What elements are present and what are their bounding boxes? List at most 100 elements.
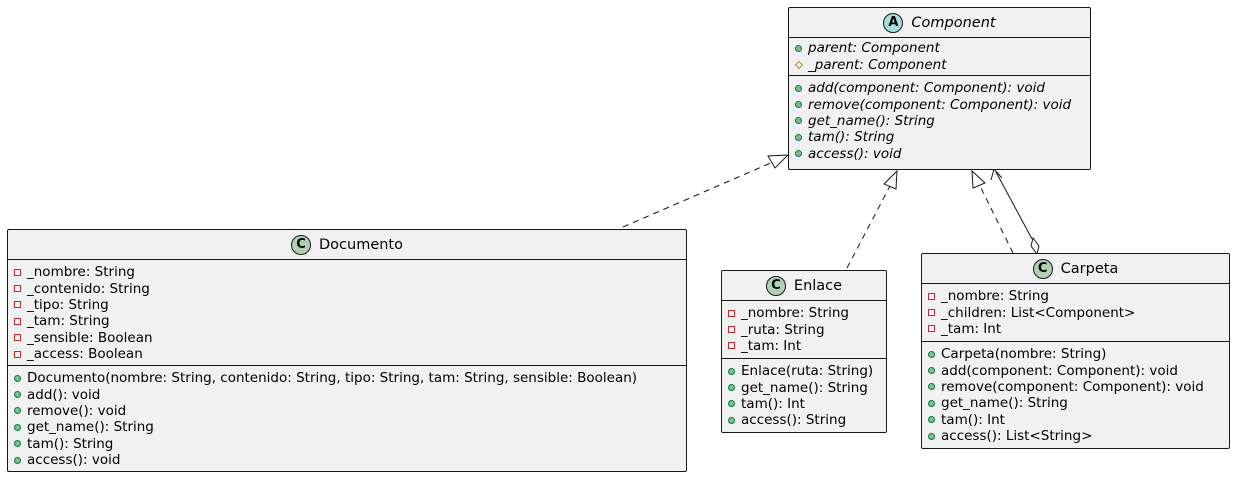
class-member: tam(): Int (928, 412, 1229, 428)
class-header: C Enlace (722, 271, 886, 301)
public-visibility-icon (795, 44, 802, 52)
class-member: _tam: Int (728, 338, 886, 354)
public-visibility-icon (728, 400, 735, 408)
class-member: _nombre: String (928, 288, 1229, 304)
class-member: add(): void (14, 386, 686, 403)
class-member: get_name(): String (795, 113, 1090, 129)
class-member: _nombre: String (728, 305, 886, 321)
member-signature: remove(component: Component): void (808, 96, 1072, 113)
public-visibility-icon (14, 440, 21, 448)
class-member: add(component: Component): void (795, 80, 1090, 96)
aggregation-arrowhead (990, 167, 1003, 181)
class-header: C Carpeta (922, 254, 1229, 284)
public-visibility-icon (14, 407, 21, 415)
class-member: access(): void (14, 452, 686, 468)
class-icon: C (291, 234, 311, 255)
class-component: A Component parent: Component_parent: Co… (788, 7, 1091, 170)
member-signature: tam(): String (27, 435, 114, 452)
member-signature: _tam: Int (741, 337, 802, 354)
public-visibility-icon (795, 84, 802, 92)
public-visibility-icon (14, 374, 21, 382)
private-visibility-icon (14, 334, 21, 342)
methods-section: Carpeta(nombre: String)add(component: Co… (922, 342, 1229, 448)
public-visibility-icon (928, 350, 935, 358)
class-member: access(): void (795, 146, 1090, 162)
class-member: Documento(nombre: String, contenido: Str… (14, 370, 686, 386)
class-member: tam(): Int (728, 396, 886, 412)
realization-arrowhead-carpeta (971, 169, 986, 189)
class-member: remove(): void (14, 403, 686, 419)
class-documento: C Documento _nombre: String_contenido: S… (7, 229, 687, 472)
private-visibility-icon (928, 309, 935, 317)
public-visibility-icon (795, 133, 802, 141)
realization-edge-documento (622, 161, 774, 228)
class-member: _access: Boolean (14, 346, 686, 362)
member-signature: get_name(): String (27, 419, 154, 436)
private-visibility-icon (14, 350, 21, 358)
public-visibility-icon (14, 423, 21, 431)
attributes-section: _nombre: String_children: List<Component… (922, 284, 1229, 342)
class-member: access(): String (728, 412, 886, 428)
class-enlace: C Enlace _nombre: String_ruta: String_ta… (721, 270, 887, 433)
member-signature: access(): void (808, 145, 902, 162)
private-visibility-icon (14, 317, 21, 325)
private-visibility-icon (14, 268, 21, 276)
private-visibility-icon (14, 301, 21, 309)
public-visibility-icon (928, 399, 935, 407)
member-signature: remove(component: Component): void (941, 378, 1204, 395)
member-signature: access(): void (27, 452, 121, 469)
protected-visibility-icon (794, 60, 804, 69)
member-signature: get_name(): String (808, 112, 935, 129)
attributes-section: parent: Component_parent: Component (789, 38, 1090, 76)
private-visibility-icon (928, 292, 935, 300)
private-visibility-icon (728, 342, 735, 350)
class-member: _tipo: String (14, 297, 686, 313)
attributes-section: _nombre: String_ruta: String_tam: Int (722, 301, 886, 359)
public-visibility-icon (14, 456, 21, 464)
public-visibility-icon (728, 367, 735, 375)
member-signature: _tipo: String (27, 296, 109, 313)
public-visibility-icon (795, 117, 802, 125)
class-name: Enlace (793, 277, 843, 294)
class-member: _contenido: String (14, 280, 686, 297)
public-visibility-icon (728, 416, 735, 424)
member-signature: _contenido: String (27, 280, 150, 297)
class-member: _nombre: String (14, 264, 686, 280)
class-member: Enlace(ruta: String) (728, 363, 886, 379)
aggregation-edge-carpeta (995, 171, 1033, 240)
public-visibility-icon (795, 150, 802, 158)
public-visibility-icon (928, 383, 935, 391)
public-visibility-icon (928, 367, 935, 375)
aggregation-diamond (1030, 236, 1040, 256)
member-signature: Enlace(ruta: String) (741, 363, 874, 380)
class-header: A Component (789, 8, 1090, 38)
class-member: add(component: Component): void (928, 362, 1229, 379)
member-signature: tam(): Int (741, 395, 805, 412)
member-signature: _nombre: String (27, 264, 135, 281)
class-name: Documento (319, 236, 403, 253)
private-visibility-icon (728, 309, 735, 317)
class-member: _ruta: String (728, 321, 886, 338)
class-member: tam(): String (795, 129, 1090, 145)
class-member: remove(component: Component): void (928, 379, 1229, 395)
realization-edge-enlace (846, 185, 891, 269)
class-member: tam(): String (14, 436, 686, 452)
member-signature: _parent: Component (808, 56, 947, 73)
realization-arrowhead-documento (767, 154, 790, 169)
public-visibility-icon (795, 101, 802, 109)
member-signature: tam(): Int (941, 411, 1005, 428)
public-visibility-icon (728, 384, 735, 392)
class-carpeta: C Carpeta _nombre: String_children: List… (921, 253, 1230, 449)
member-signature: access(): List<String> (941, 428, 1093, 445)
member-signature: Documento(nombre: String, contenido: Str… (27, 370, 638, 387)
member-signature: add(component: Component): void (941, 362, 1178, 379)
public-visibility-icon (928, 416, 935, 424)
member-signature: access(): String (741, 412, 847, 429)
member-signature: remove(): void (27, 402, 127, 419)
class-member: get_name(): String (928, 395, 1229, 411)
class-member: _tam: String (14, 313, 686, 329)
private-visibility-icon (928, 325, 935, 333)
